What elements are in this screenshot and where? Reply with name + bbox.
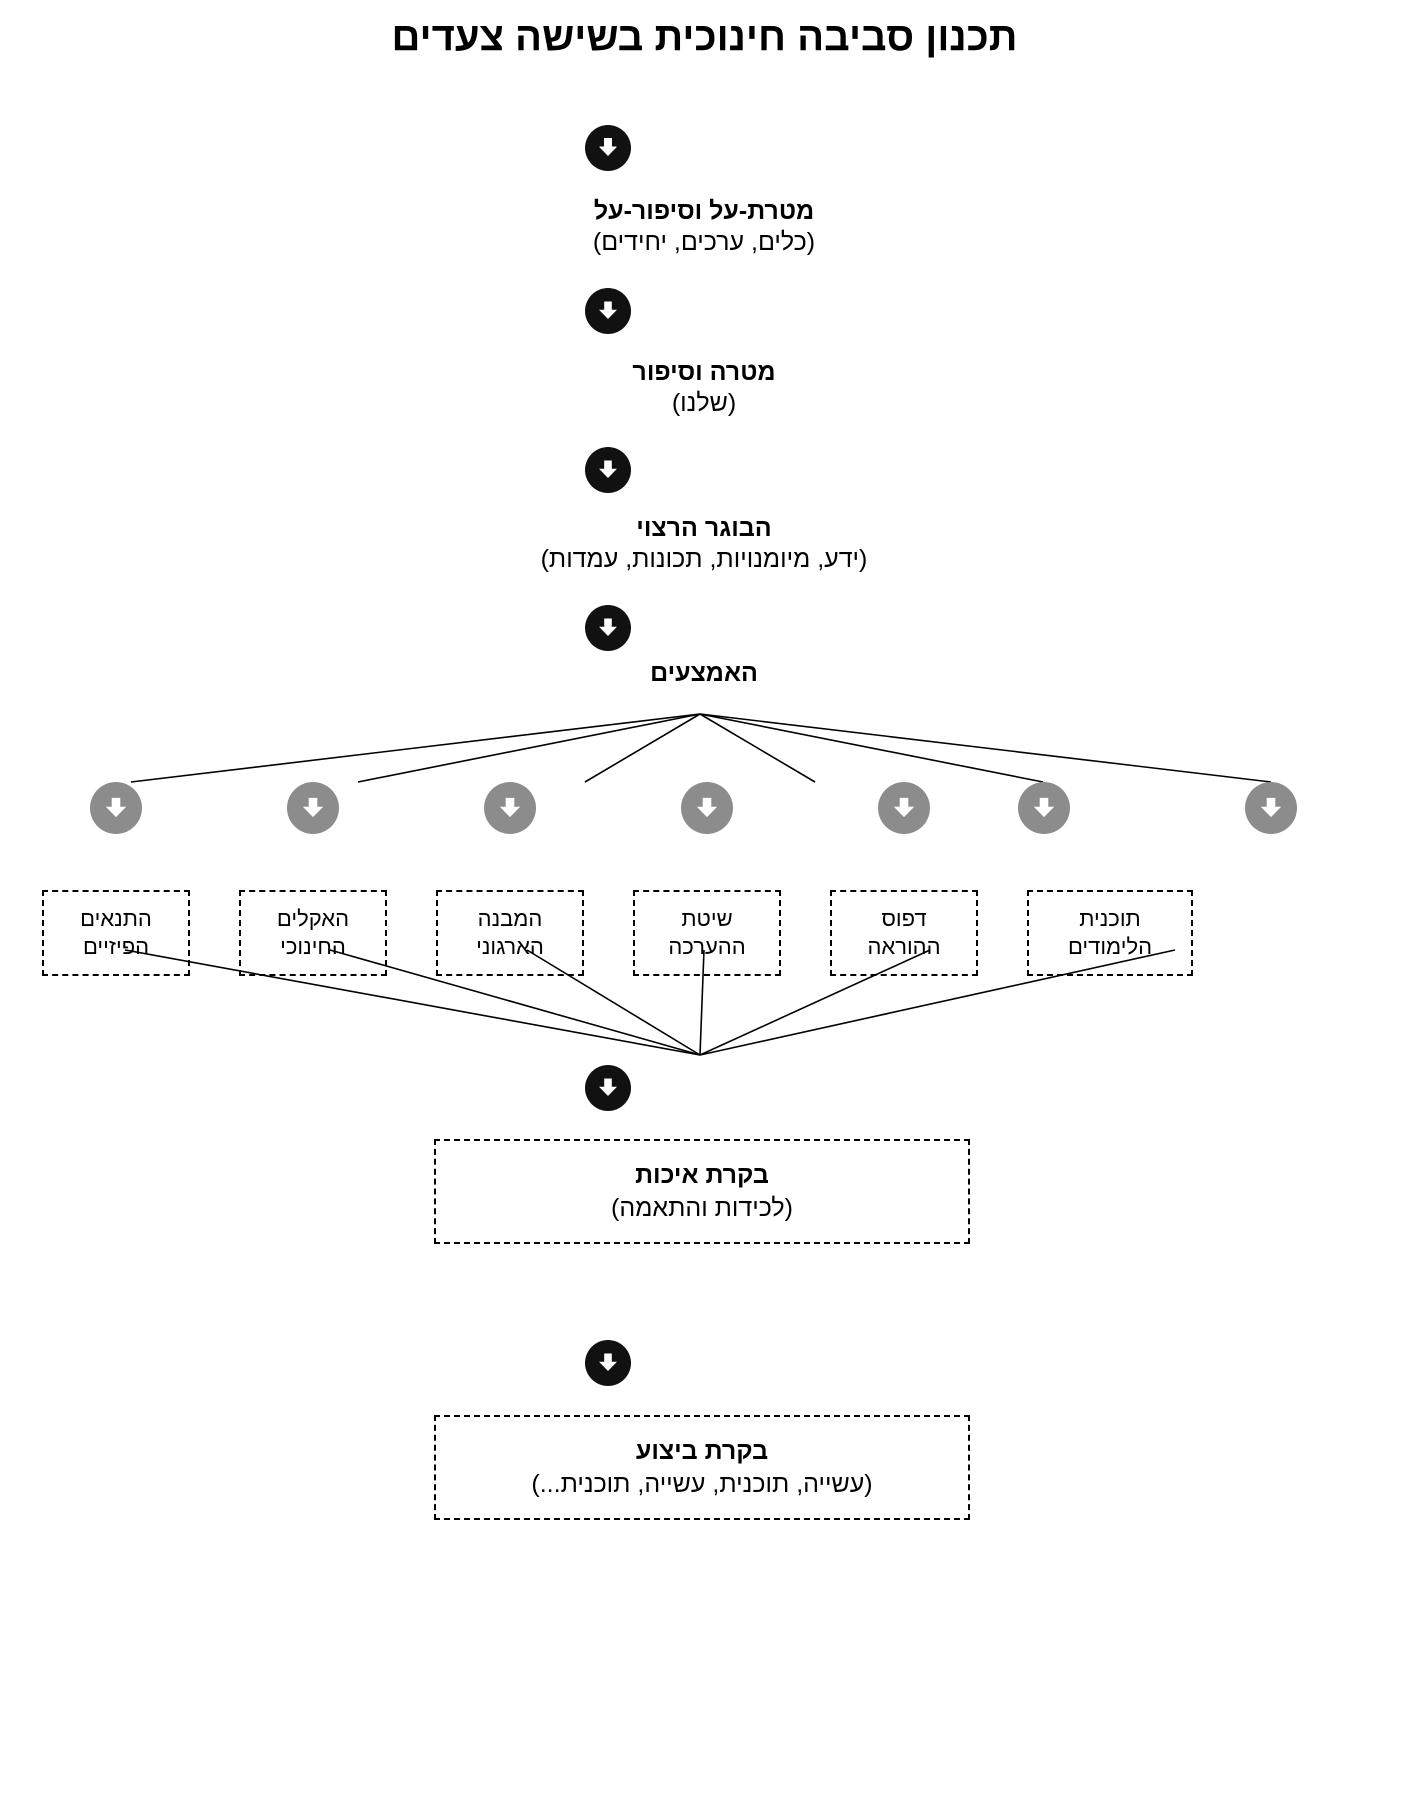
means-label-line2: הלימודים [1067,934,1153,959]
performance-control-box[interactable]: בקרת ביצוע (עשייה, תוכנית, עשייה, תוכנית… [434,1415,970,1520]
means-box-educational-climate[interactable]: האקלים החינוכי [239,890,387,976]
step-3-text: הבוגר הרצוי (ידע, מיומנויות, תכונות, עמד… [354,513,1054,576]
means-label-line2: הארגוני [476,934,544,959]
arrow-down-circle-gray-icon [1245,782,1297,834]
arrow-down-circle-icon [585,125,631,171]
means-label-line1: המבנה [477,905,543,931]
step-4-main: האמצעים [650,659,758,687]
arrow-down-circle-icon [585,605,631,651]
step-2-main: מטרה וסיפור [632,358,776,386]
step-3-main: הבוגר הרצוי [636,514,772,542]
means-label-line2: ההוראה [867,934,941,959]
means-box-assessment-method[interactable]: שיטת ההערכה [633,890,781,976]
means-label-line1: תוכנית [1079,905,1141,931]
arrow-down-circle-gray-icon [287,782,339,834]
performance-control-sub: (עשייה, תוכנית, עשייה, תוכנית...) [531,1469,873,1498]
step-2-sub: (שלנו) [671,389,737,418]
quality-control-box[interactable]: בקרת איכות (לכידות והתאמה) [434,1139,970,1244]
means-label-line1: האקלים [276,905,350,931]
means-box-organizational-structure[interactable]: המבנה הארגוני [436,890,584,976]
arrow-down-circle-icon [585,1340,631,1386]
means-label-line1: התנאים [80,905,152,931]
means-label-line1: דפוס [881,905,927,931]
means-box-physical-conditions[interactable]: התנאים הפיזיים [42,890,190,976]
means-box-teaching-pattern[interactable]: דפוס ההוראה [830,890,978,976]
step-4-text: האמצעים [354,658,1054,689]
means-label-line2: הפיזיים [82,934,150,959]
means-label-line2: החינוכי [280,934,346,959]
step-3-sub: (ידע, מיומנויות, תכונות, עמדות) [540,545,868,574]
arrow-down-circle-gray-icon [878,782,930,834]
step-1-main: מטרת-על וסיפור-על [593,197,815,225]
arrow-down-circle-gray-icon [90,782,142,834]
means-box-curriculum[interactable]: תוכנית הלימודים [1027,890,1193,976]
means-label-line2: ההערכה [668,934,746,959]
arrow-down-circle-gray-icon [1018,782,1070,834]
quality-control-main: בקרת איכות [635,1161,769,1189]
step-1-sub: (כלים, ערכים, יחידים) [592,228,816,257]
arrow-down-circle-gray-icon [681,782,733,834]
arrow-down-circle-gray-icon [484,782,536,834]
performance-control-main: בקרת ביצוע [635,1437,769,1465]
arrow-down-circle-icon [585,1065,631,1111]
page-title: תכנון סביבה חינוכית בשישה צעדים [391,15,1018,59]
arrow-down-circle-icon [585,288,631,334]
arrow-down-circle-icon [585,447,631,493]
step-1-text: מטרת-על וסיפור-על (כלים, ערכים, יחידים) [354,196,1054,259]
means-label-line1: שיטת [681,905,733,931]
step-2-text: מטרה וסיפור (שלנו) [354,357,1054,420]
quality-control-sub: (לכידות והתאמה) [611,1193,793,1222]
